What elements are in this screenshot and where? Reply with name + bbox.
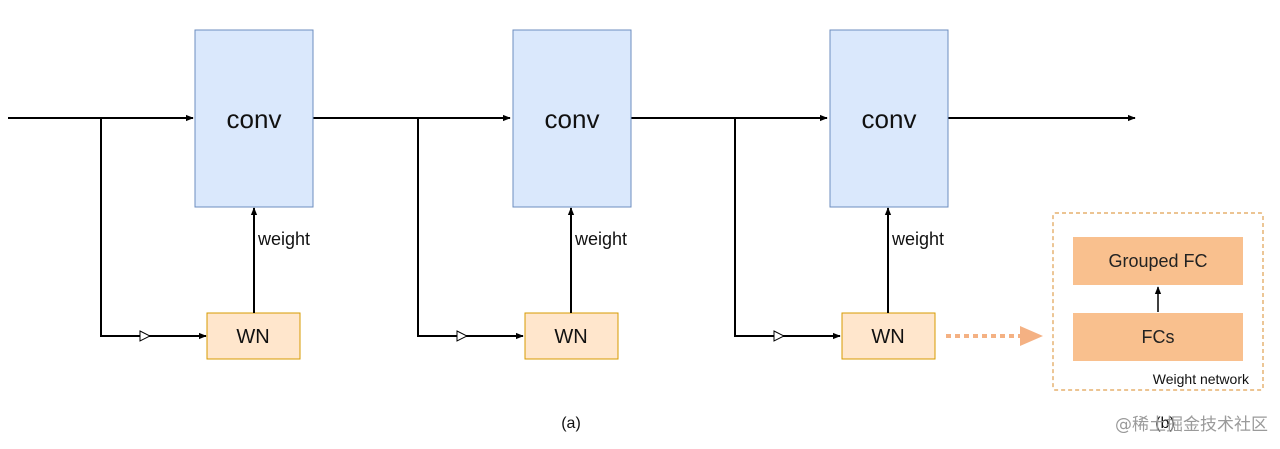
expand-arrow bbox=[946, 326, 1043, 346]
conv-label: conv bbox=[227, 104, 282, 134]
watermark: @稀土掘金技术社区 bbox=[1115, 415, 1268, 435]
grouped-fc-box bbox=[1073, 237, 1243, 285]
fcs-box bbox=[1073, 313, 1243, 361]
conv-box bbox=[194, 29, 314, 208]
weight-network-frame bbox=[1052, 212, 1264, 391]
conv-box bbox=[512, 29, 632, 208]
grouped-fc-label: Grouped FC bbox=[1108, 251, 1207, 271]
conv-box bbox=[829, 29, 949, 208]
weight-network-panel: Grouped FC FCs Weight network bbox=[1052, 212, 1264, 391]
branch-line bbox=[100, 118, 150, 337]
wn-box bbox=[524, 312, 619, 360]
wn-label: WN bbox=[871, 326, 904, 348]
wn-label: WN bbox=[554, 326, 587, 348]
caption-b: (b) bbox=[1155, 415, 1175, 432]
branch-line bbox=[734, 118, 784, 337]
branch-line bbox=[417, 118, 467, 337]
block-3: conv WN weight bbox=[734, 29, 949, 360]
wn-box bbox=[841, 312, 936, 360]
weight-label: weight bbox=[257, 229, 310, 249]
wn-label: WN bbox=[236, 326, 269, 348]
conv-label: conv bbox=[862, 104, 917, 134]
caption-a: (a) bbox=[561, 415, 581, 432]
fcs-label: FCs bbox=[1142, 327, 1175, 347]
conv-label: conv bbox=[545, 104, 600, 134]
block-1: conv WN weight bbox=[100, 29, 314, 360]
block-2: conv WN weight bbox=[417, 29, 632, 360]
weight-network-title: Weight network bbox=[1153, 371, 1250, 387]
dotted-arrowhead bbox=[1020, 326, 1043, 346]
weight-label: weight bbox=[574, 229, 627, 249]
weight-label: weight bbox=[891, 229, 944, 249]
wn-box bbox=[206, 312, 301, 360]
